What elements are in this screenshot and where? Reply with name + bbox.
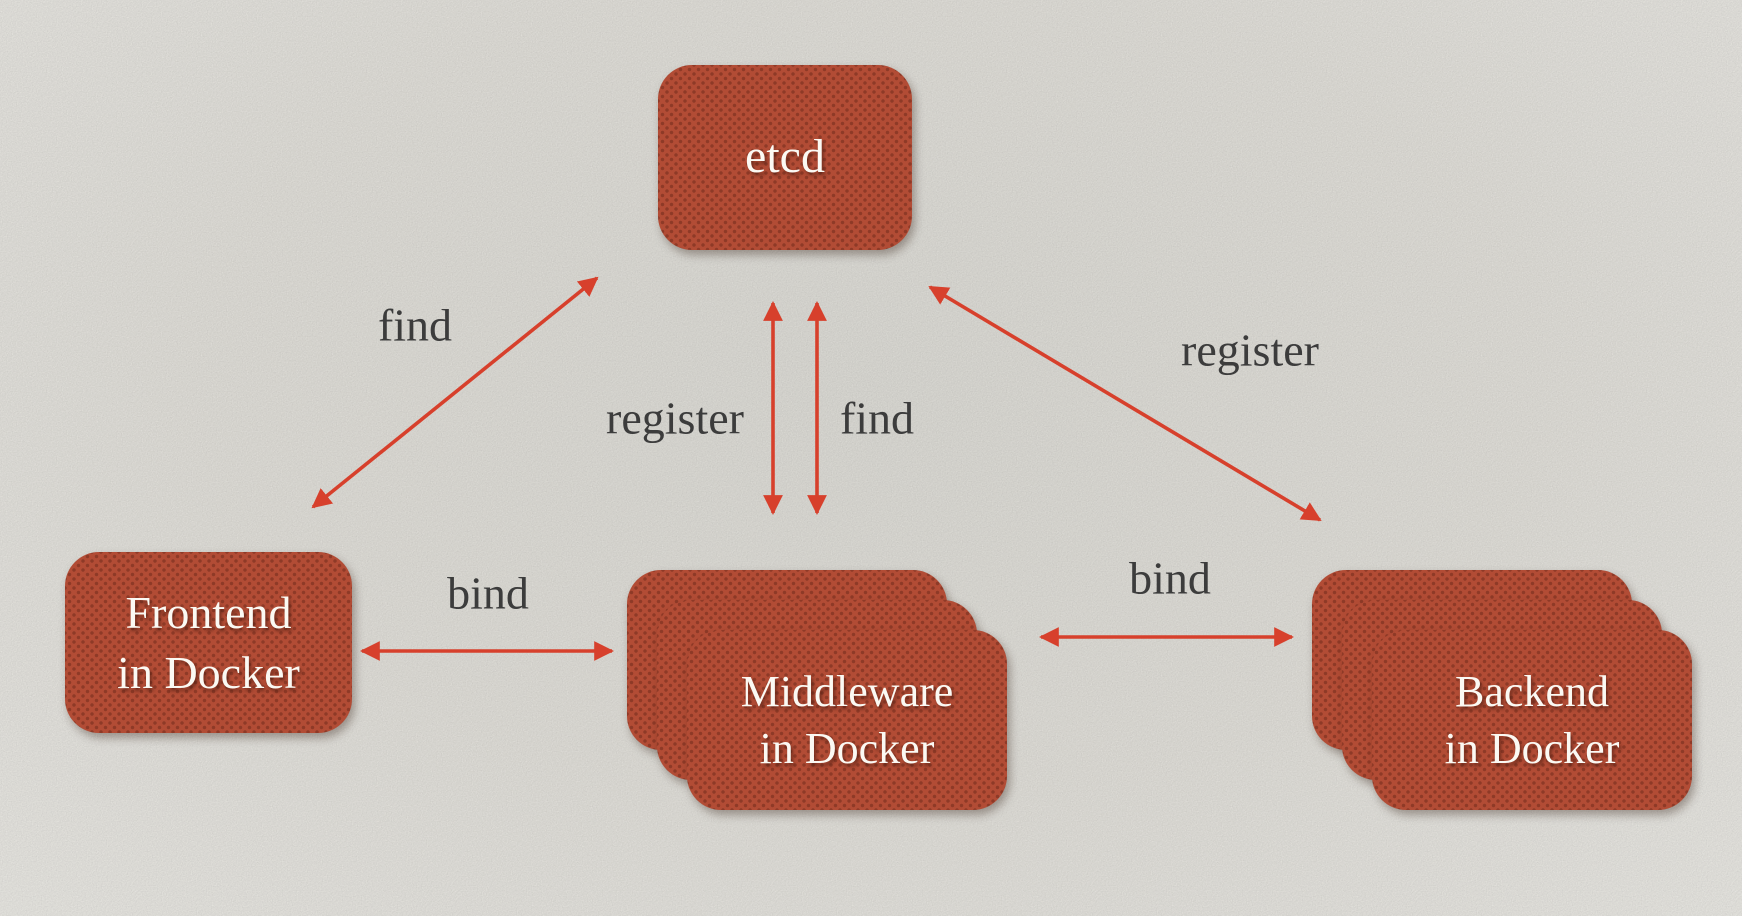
edge-label-register-backend-etcd: register <box>1181 324 1319 376</box>
node-backend-label-line2: in Docker <box>1444 724 1620 773</box>
edge-label-find-middleware-etcd: find <box>839 392 915 444</box>
node-middleware-label-line2: in Docker <box>759 724 935 773</box>
node-frontend-label-line1: Frontend <box>125 586 292 638</box>
node-middleware: Middleware in Docker <box>687 630 1007 810</box>
register-arrow-backend-etcd <box>928 285 1322 522</box>
node-frontend-label-line2: in Docker <box>117 646 300 698</box>
edge-label-bind-frontend-middleware: bind <box>447 567 529 619</box>
edge-label-find-frontend-etcd: find <box>377 299 453 351</box>
node-middleware-label-line1: Middleware <box>740 666 954 716</box>
node-backend: Backend in Docker <box>1372 630 1692 810</box>
node-backend-stack: Backend in Docker <box>1312 570 1692 810</box>
node-etcd: etcd <box>658 65 912 250</box>
node-middleware-stack: Middleware in Docker <box>627 570 1007 810</box>
node-etcd-label: etcd <box>745 130 825 184</box>
edge-label-register-middleware-etcd: register <box>606 392 744 444</box>
node-backend-label-line1: Backend <box>1455 666 1609 716</box>
node-frontend: Frontend in Docker <box>65 552 352 733</box>
edge-label-bind-middleware-backend: bind <box>1129 552 1211 604</box>
find-arrow-frontend-etcd <box>311 276 599 509</box>
